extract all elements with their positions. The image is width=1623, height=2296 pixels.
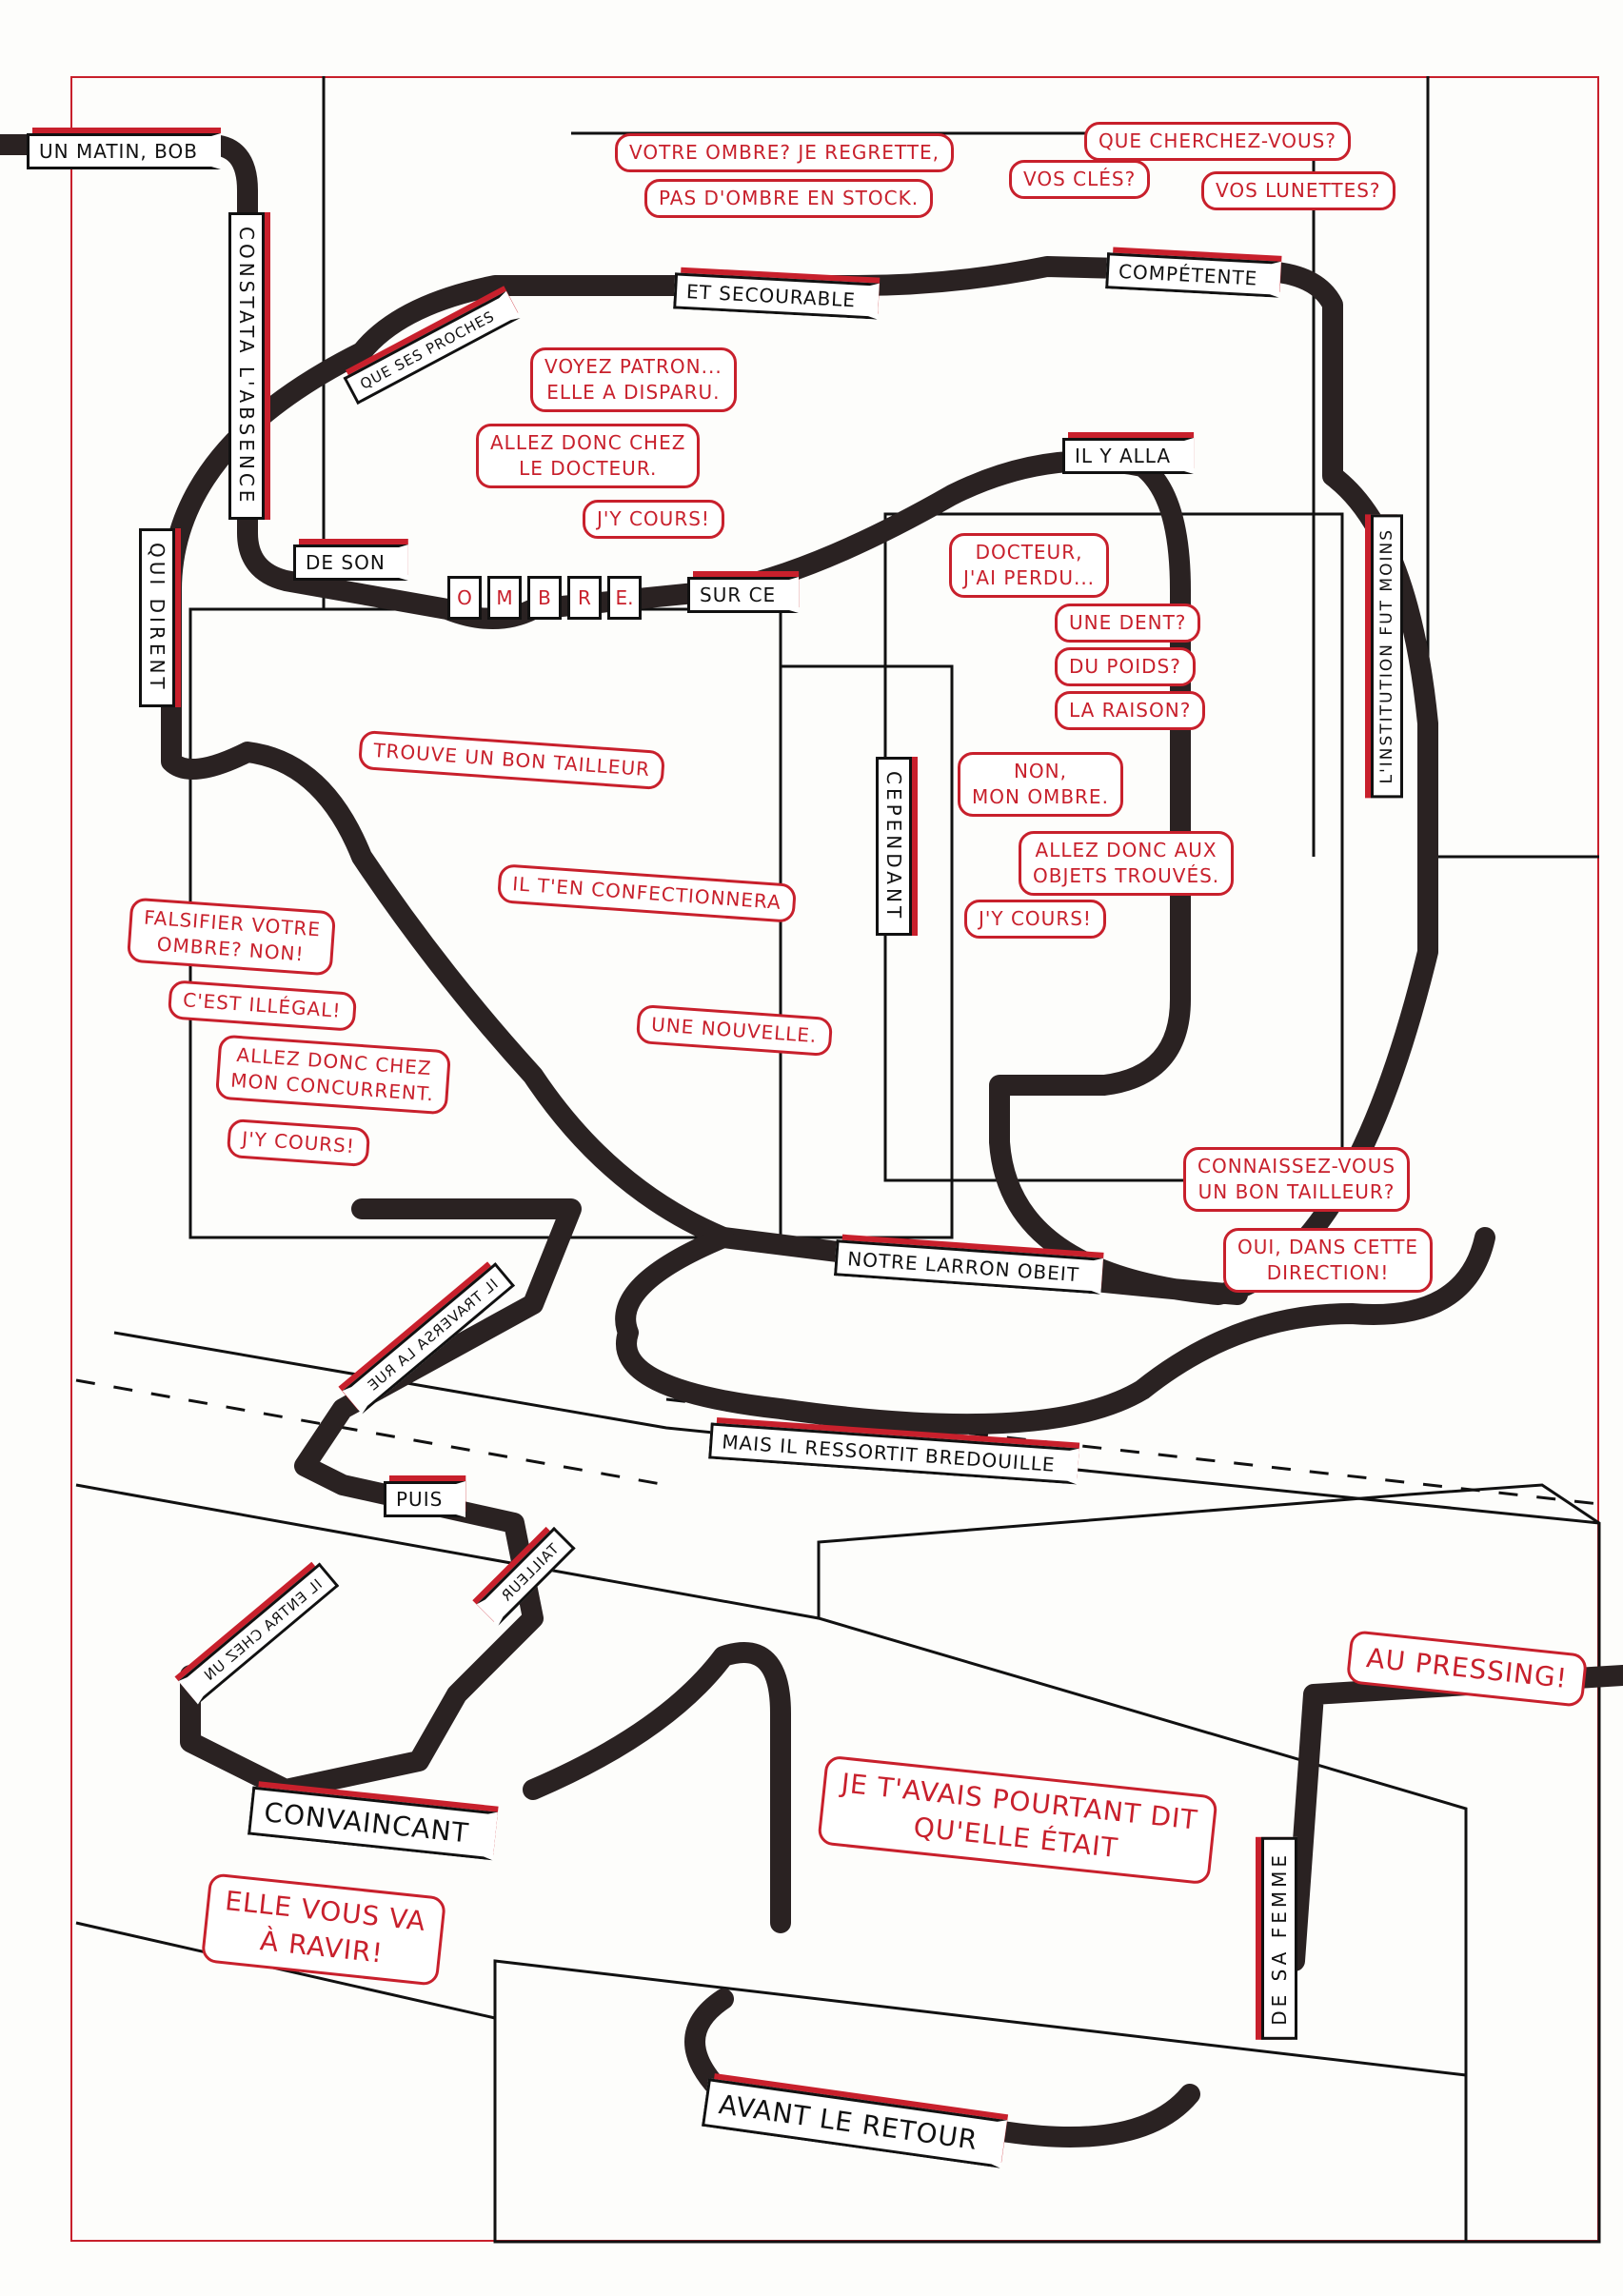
terrace-edge bbox=[75, 1921, 496, 2020]
caption-de-sa-femme: DE SA FEMME bbox=[1261, 1837, 1297, 2040]
line: UN BON TAILLEUR? bbox=[1197, 1180, 1395, 1203]
line: NON, bbox=[1013, 760, 1067, 782]
ombre-letter: O bbox=[447, 576, 482, 620]
line: ALLEZ DONC CHEZ bbox=[490, 431, 686, 454]
line: ALLEZ DONC AUX bbox=[1035, 839, 1217, 861]
line: VOYEZ PATRON... bbox=[544, 355, 722, 378]
story-path-segment bbox=[684, 1989, 1200, 2148]
bubble-voyez-patron: VOYEZ PATRON... ELLE A DISPARU. bbox=[530, 347, 737, 412]
line: LE DOCTEUR. bbox=[519, 457, 658, 480]
caption-puis: PUIS bbox=[384, 1481, 466, 1517]
road-marking bbox=[75, 1378, 667, 1487]
caption-sur-ce: SUR CE bbox=[687, 577, 800, 613]
ombre-letter: B bbox=[527, 576, 562, 620]
bubble-du-poids: DU POIDS? bbox=[1055, 647, 1196, 686]
story-path-segment bbox=[615, 1227, 1495, 1435]
ombre-letter-blocks: O M B R E. bbox=[447, 576, 642, 620]
bubble-non-mon-ombre: NON, MON OMBRE. bbox=[958, 752, 1123, 817]
line: DOCTEUR, bbox=[975, 541, 1083, 564]
bubble-une-dent: UNE DENT? bbox=[1055, 604, 1201, 643]
bubble-vos-cles: VOS CLÉS? bbox=[1009, 160, 1151, 199]
ombre-letter: R bbox=[567, 576, 602, 620]
building-edge bbox=[1426, 76, 1599, 859]
bubble-la-raison: LA RAISON? bbox=[1055, 691, 1206, 730]
line: DIRECTION! bbox=[1266, 1261, 1390, 1284]
bubble-oui-direction: OUI, DANS CETTE DIRECTION! bbox=[1223, 1228, 1434, 1293]
caption-institution: L'INSTITUTION FUT MOINS bbox=[1371, 514, 1403, 799]
story-path-segment bbox=[523, 1642, 791, 1933]
ombre-letter: E. bbox=[607, 576, 642, 620]
line: ELLE A DISPARU. bbox=[546, 381, 721, 404]
caption-un-matin: UN MATIN, BOB bbox=[27, 133, 221, 169]
bubble-jy-cours-2: J'Y COURS! bbox=[964, 900, 1106, 939]
line: OBJETS TROUVÉS. bbox=[1033, 864, 1220, 887]
caption-il-y-alla: IL Y ALLA bbox=[1062, 438, 1195, 474]
caption-constata: CONSTATA L'ABSENCE bbox=[228, 212, 265, 521]
story-path-segment bbox=[0, 134, 1438, 1305]
bubble-votre-ombre: VOTRE OMBRE? JE REGRETTE, bbox=[615, 133, 954, 172]
courtyard-building bbox=[817, 1483, 1601, 2244]
street-edge bbox=[113, 1331, 1600, 1525]
bubble-docteur: DOCTEUR,J'AI PERDU... bbox=[949, 533, 1110, 598]
line: MON OMBRE. bbox=[972, 785, 1109, 808]
bubble-allez-docteur: ALLEZ DONC CHEZ LE DOCTEUR. bbox=[476, 424, 701, 488]
line: CONNAISSEZ-VOUS bbox=[1197, 1155, 1396, 1178]
side-building bbox=[779, 664, 954, 1239]
caption-cependant: CEPENDANT bbox=[876, 757, 912, 937]
ombre-letter: M bbox=[487, 576, 522, 620]
street-edge bbox=[75, 1483, 820, 1620]
bubble-jy-cours-1: J'Y COURS! bbox=[583, 500, 724, 539]
front-building bbox=[493, 1959, 1468, 2244]
bubble-que-cherchez: QUE CHERCHEZ-VOUS? bbox=[1084, 122, 1351, 161]
bubble-pas-d-ombre: PAS D'OMBRE EN STOCK. bbox=[644, 179, 934, 218]
caption-de-son: DE SON bbox=[293, 544, 408, 581]
caption-qui-dirent: QUI DIRENT bbox=[139, 528, 175, 707]
line: OUI, DANS CETTE bbox=[1237, 1236, 1419, 1258]
bubble-objets-trouves: ALLEZ DONC AUX OBJETS TROUVÉS. bbox=[1019, 831, 1235, 896]
story-path-segment bbox=[180, 1198, 582, 1800]
bubble-vos-lunettes: VOS LUNETTES? bbox=[1201, 171, 1395, 210]
line: J'AI PERDU... bbox=[963, 566, 1096, 589]
story-path-segment bbox=[1284, 1665, 1623, 1971]
